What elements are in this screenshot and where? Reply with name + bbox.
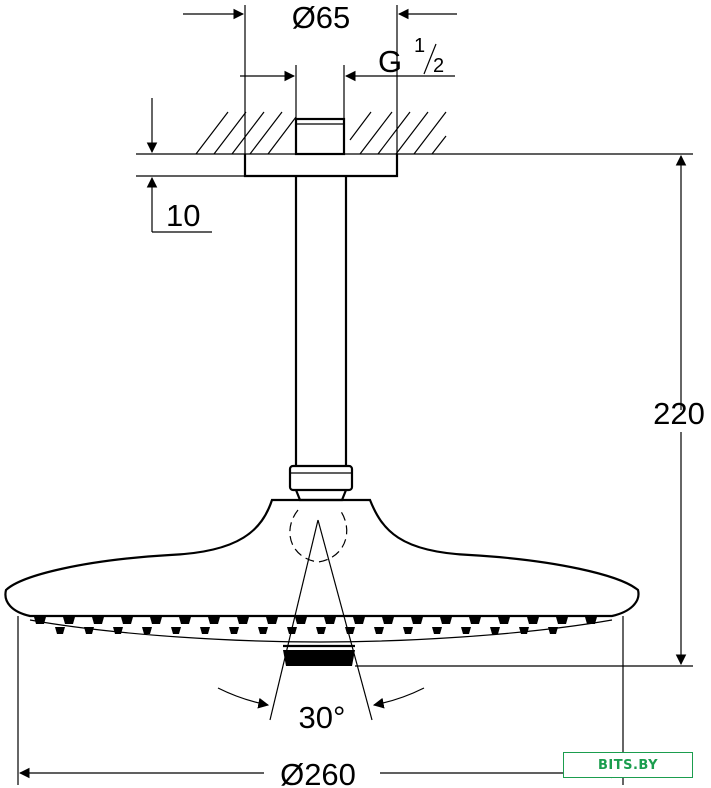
threaded-connector	[294, 117, 346, 156]
nozzle	[469, 617, 481, 624]
dim-height: 220	[355, 154, 705, 667]
nozzle	[403, 627, 413, 634]
nozzle	[490, 627, 500, 634]
ceiling-flange	[243, 154, 399, 178]
nozzle	[179, 617, 191, 624]
nozzle	[324, 617, 336, 624]
nozzle	[92, 617, 104, 624]
nozzle	[440, 617, 452, 624]
shower-arm-pipe	[294, 176, 348, 466]
nozzle	[63, 617, 75, 624]
nozzle	[382, 617, 394, 624]
nozzle	[374, 627, 384, 634]
nozzle	[200, 627, 210, 634]
nozzle	[237, 617, 249, 624]
nozzle	[345, 627, 355, 634]
shower-head-body	[4, 498, 640, 618]
dim-spray-angle-label: 30°	[299, 700, 346, 735]
dim-flange-thickness-label: 10	[166, 198, 200, 233]
dim-spray-angle: 30°	[217, 519, 425, 735]
spray-plate-nozzles	[29, 617, 613, 643]
dim-height-label: 220	[653, 396, 705, 431]
nozzle	[229, 627, 239, 634]
nozzle	[113, 627, 123, 634]
dim-head-diameter: Ø260	[17, 616, 624, 788]
nozzle	[498, 617, 510, 624]
thread-letter: G	[378, 44, 402, 79]
nozzle	[266, 617, 278, 624]
thread-numerator: 1	[414, 35, 425, 57]
nozzle	[316, 627, 326, 634]
ceiling-hatching	[195, 111, 447, 155]
center-spray-nozzle	[283, 644, 355, 666]
watermark-text: BITS.BY	[597, 757, 659, 773]
nozzle	[55, 627, 65, 634]
nozzle	[556, 617, 568, 624]
nozzle	[353, 617, 365, 624]
dim-flange-thickness: 10	[136, 98, 245, 233]
nozzle	[150, 617, 162, 624]
nozzle	[208, 617, 220, 624]
nozzle	[432, 627, 442, 634]
nozzle	[411, 617, 423, 624]
nozzle	[527, 617, 539, 624]
watermark-logo: BITS.BY	[563, 752, 693, 778]
thread-denominator: 2	[433, 55, 444, 77]
nozzle	[121, 617, 133, 624]
swivel-nut	[288, 464, 354, 502]
nozzle	[295, 617, 307, 624]
nozzle	[461, 627, 471, 634]
dim-top-diameter-label: Ø65	[292, 0, 351, 35]
nozzle	[171, 627, 181, 634]
nozzle	[519, 627, 529, 634]
dim-thread: G 1 2	[240, 35, 455, 119]
nozzle	[142, 627, 152, 634]
dim-top-diameter: Ø65	[183, 0, 457, 154]
spray-plate-edge	[29, 619, 613, 643]
nozzle	[585, 617, 597, 624]
nozzle	[258, 627, 268, 634]
dim-head-diameter-label: Ø260	[280, 757, 356, 788]
